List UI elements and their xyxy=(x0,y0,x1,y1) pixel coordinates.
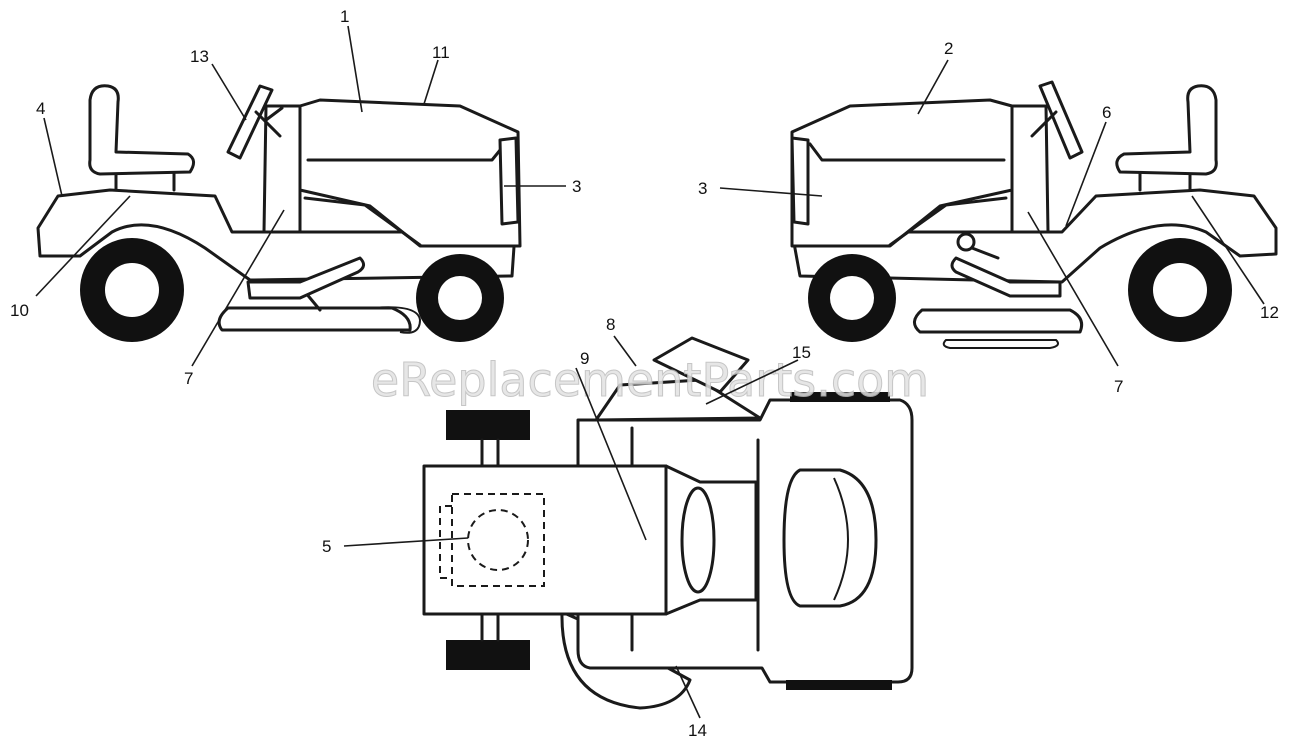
callout-12: 12 xyxy=(1260,303,1279,322)
mower-deck-left xyxy=(217,306,412,332)
headlight-panel-right xyxy=(790,136,810,226)
callout-4: 4 xyxy=(36,99,45,118)
discharge-chute-top xyxy=(652,336,750,394)
callout-9: 9 xyxy=(580,349,589,368)
steering-wheel-left xyxy=(226,84,274,160)
front-tire-top-2 xyxy=(446,640,530,670)
callout-6: 6 xyxy=(1102,103,1111,122)
callout-14: 14 xyxy=(688,721,707,740)
callout-5: 5 xyxy=(322,537,331,556)
footrest-right xyxy=(950,256,1062,298)
callout-11: 11 xyxy=(432,43,450,62)
tractor-right-side-view xyxy=(790,80,1278,349)
hood-top xyxy=(422,464,758,616)
steering-wheel-right xyxy=(1038,80,1084,160)
callout-1: 1 xyxy=(340,7,349,26)
hood-right xyxy=(790,98,1014,248)
seat-left xyxy=(88,84,195,176)
callout-3-right: 3 xyxy=(698,179,707,198)
callout-3-left: 3 xyxy=(572,177,581,196)
callout-7-left: 7 xyxy=(184,369,193,388)
dash-panel-left xyxy=(262,104,302,234)
rear-fender-body-left xyxy=(36,188,517,282)
front-tire-top-1 xyxy=(446,410,530,440)
callout-13: 13 xyxy=(190,47,209,66)
footrest-left xyxy=(246,256,365,300)
leader-lines xyxy=(35,25,1265,719)
watermark: eReplacementParts.com xyxy=(371,353,929,407)
callout-2: 2 xyxy=(944,39,953,58)
callout-7-right: 7 xyxy=(1114,377,1123,396)
callout-15: 15 xyxy=(792,343,811,362)
callout-8: 8 xyxy=(606,315,615,334)
callout-10: 10 xyxy=(10,301,29,320)
seat-top xyxy=(782,468,878,608)
rear-fender-body-right xyxy=(790,188,1278,284)
hood-left xyxy=(298,98,522,248)
steering-hub-top xyxy=(680,486,716,594)
dash-panel-right xyxy=(1010,104,1050,234)
tractor-left-side-view xyxy=(36,84,522,342)
callout-labels: 1 11 13 4 3 10 7 2 6 3 12 7 8 15 9 5 14 xyxy=(10,7,1279,740)
lift-lever-knob xyxy=(956,232,976,252)
engine-outline-dashed xyxy=(451,493,545,587)
headlight-panel-left xyxy=(498,136,520,226)
seat-right xyxy=(1115,84,1218,176)
mower-deck-right xyxy=(913,308,1084,334)
tractor-top-view xyxy=(422,336,914,710)
